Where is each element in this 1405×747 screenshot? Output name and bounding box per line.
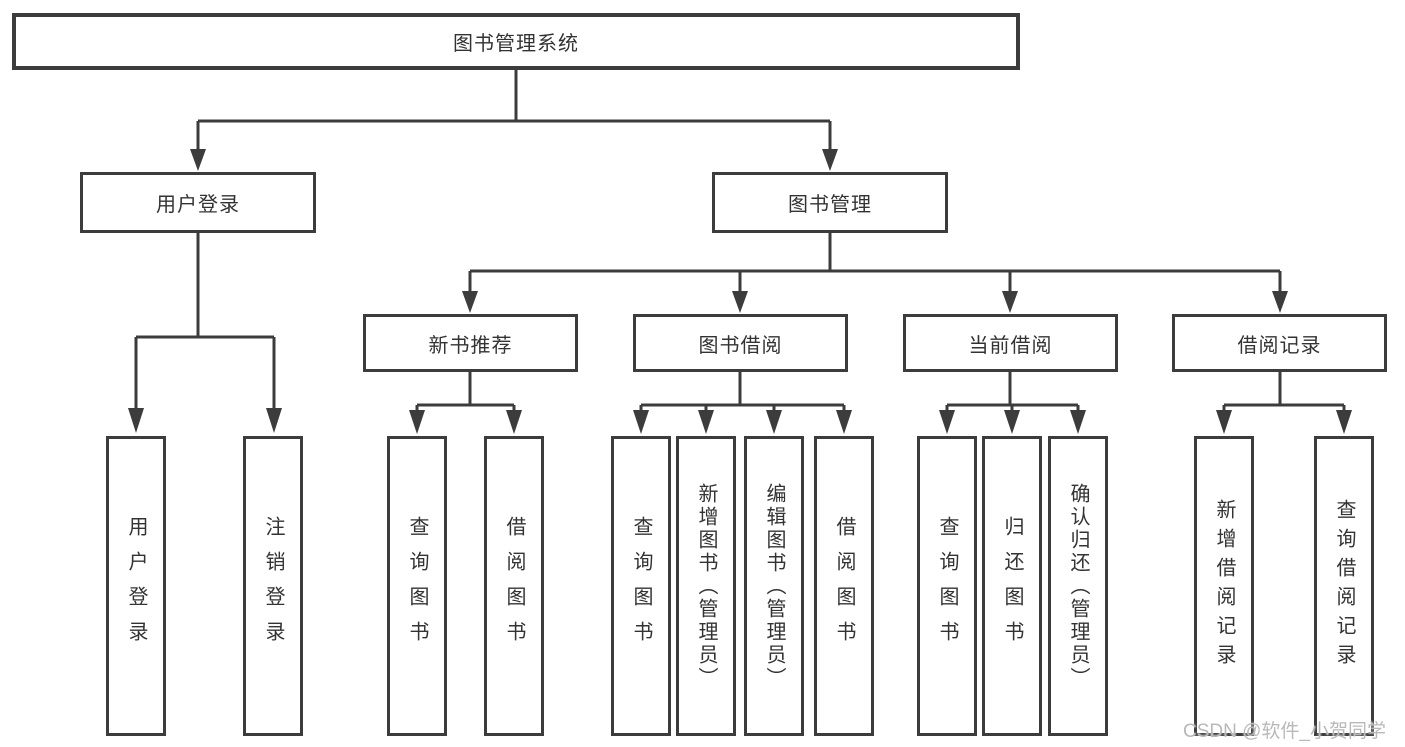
node-label: 图书管理 [788, 194, 872, 216]
leaf-edit-books-admin: 编辑图书（管理员） [744, 436, 804, 736]
leaf-label: 查询图书 [406, 516, 428, 656]
leaf-query-books: 查询图书 [387, 436, 447, 736]
csdn-watermark: CSDN @软件_小贺同学 [1183, 721, 1386, 742]
node-label: 图书借阅 [698, 334, 783, 357]
node-book-borrowing: 图书借阅 [633, 314, 848, 372]
node-label: 借阅记录 [1237, 334, 1322, 357]
leaf-label: 用户登录 [125, 516, 147, 656]
leaf-query-borrow-record: 查询借阅记录 [1314, 436, 1374, 736]
leaf-label: 归还图书 [1001, 516, 1023, 656]
leaf-user-login: 用户登录 [106, 436, 166, 736]
leaf-label: 新增图书（管理员） [695, 482, 717, 690]
leaf-label: 查询图书 [936, 516, 958, 656]
leaf-query-books: 查询图书 [917, 436, 977, 736]
leaf-label: 确认归还（管理员） [1067, 482, 1089, 690]
leaf-label: 注销登录 [262, 516, 284, 656]
arrowheads [128, 149, 1352, 434]
node-label: 当前借阅 [968, 334, 1053, 357]
leaf-confirm-return-admin: 确认归还（管理员） [1048, 436, 1108, 736]
node-new-book-recommendation: 新书推荐 [363, 314, 578, 372]
node-label: 图书管理系统 [453, 33, 579, 55]
node-book-management: 图书管理 [712, 172, 948, 233]
leaf-label: 查询借阅记录 [1333, 499, 1355, 673]
leaf-label: 编辑图书（管理员） [763, 482, 785, 690]
leaf-logout: 注销登录 [243, 436, 303, 736]
node-label: 新书推荐 [428, 334, 513, 357]
leaf-add-books-admin: 新增图书（管理员） [676, 436, 736, 736]
leaf-label: 借阅图书 [503, 516, 525, 656]
leaf-label: 查询图书 [630, 516, 652, 656]
node-borrowing-records: 借阅记录 [1172, 314, 1387, 372]
node-user-login: 用户登录 [80, 172, 316, 233]
node-current-borrowing: 当前借阅 [903, 314, 1118, 372]
leaf-label: 借阅图书 [833, 516, 855, 656]
leaf-add-borrow-record: 新增借阅记录 [1194, 436, 1254, 736]
node-library-management-system: 图书管理系统 [12, 13, 1020, 70]
leaf-query-books: 查询图书 [611, 436, 671, 736]
leaf-label: 新增借阅记录 [1213, 499, 1235, 673]
node-label: 用户登录 [156, 194, 240, 216]
leaf-return-books: 归还图书 [982, 436, 1042, 736]
leaf-borrow-books: 借阅图书 [484, 436, 544, 736]
leaf-borrow-books: 借阅图书 [814, 436, 874, 736]
